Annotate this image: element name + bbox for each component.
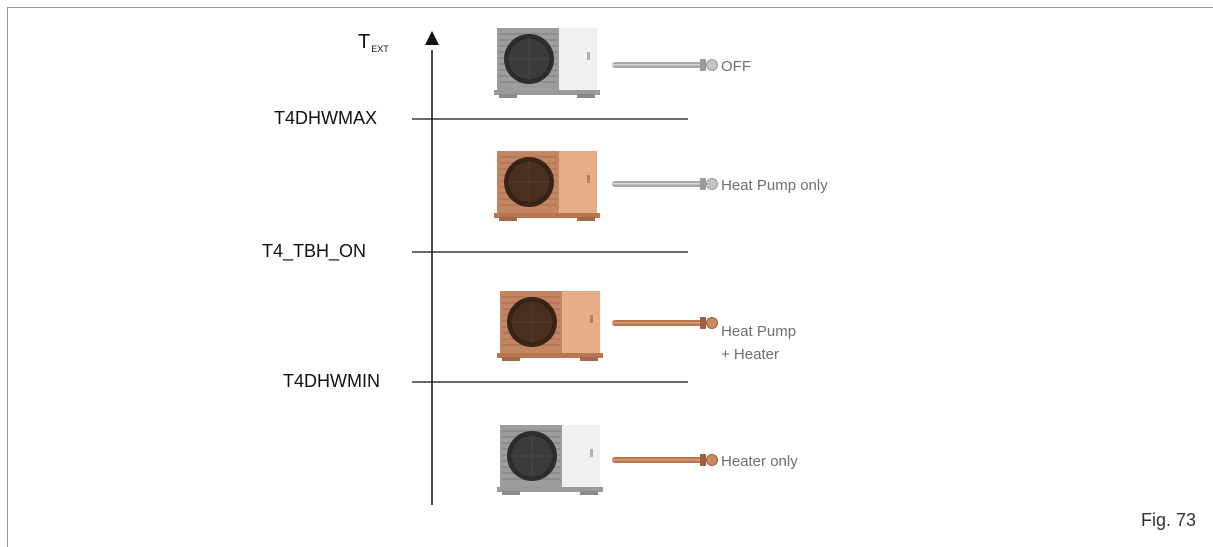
heater-element-icon <box>612 317 718 329</box>
mode-label-off: OFF <box>721 55 751 78</box>
threshold-label: T4DHWMIN <box>283 371 380 392</box>
heater-element-icon <box>612 454 718 466</box>
threshold-label: T4DHWMAX <box>274 108 377 129</box>
figure-label: Fig. 73 <box>1141 510 1196 531</box>
mode-label-heat-pump-only: Heat Pump only <box>721 174 828 197</box>
axis-title-main: T <box>358 31 370 53</box>
mode-label-line: OFF <box>721 55 751 78</box>
heat-pump-unit-icon <box>497 291 603 361</box>
heat-pump-unit-icon <box>494 151 600 221</box>
threshold-label: T4_TBH_ON <box>262 241 366 262</box>
mode-label-heater-only: Heater only <box>721 450 798 473</box>
heater-element-icon <box>612 178 718 190</box>
mode-label-line: Heat Pump only <box>721 174 828 197</box>
axis-title: TEXT <box>358 31 389 54</box>
mode-label-line: + Heater <box>721 343 796 366</box>
heat-pump-unit-icon <box>494 28 600 98</box>
mode-label-heat-pump-plus-heater: Heat Pump + Heater <box>721 320 796 366</box>
heat-pump-unit-icon <box>497 425 603 495</box>
axis-arrow-icon <box>425 31 439 45</box>
mode-label-line: Heater only <box>721 450 798 473</box>
heater-element-icon <box>612 59 718 71</box>
mode-label-line: Heat Pump <box>721 320 796 343</box>
axis-title-subscript: EXT <box>371 44 389 54</box>
